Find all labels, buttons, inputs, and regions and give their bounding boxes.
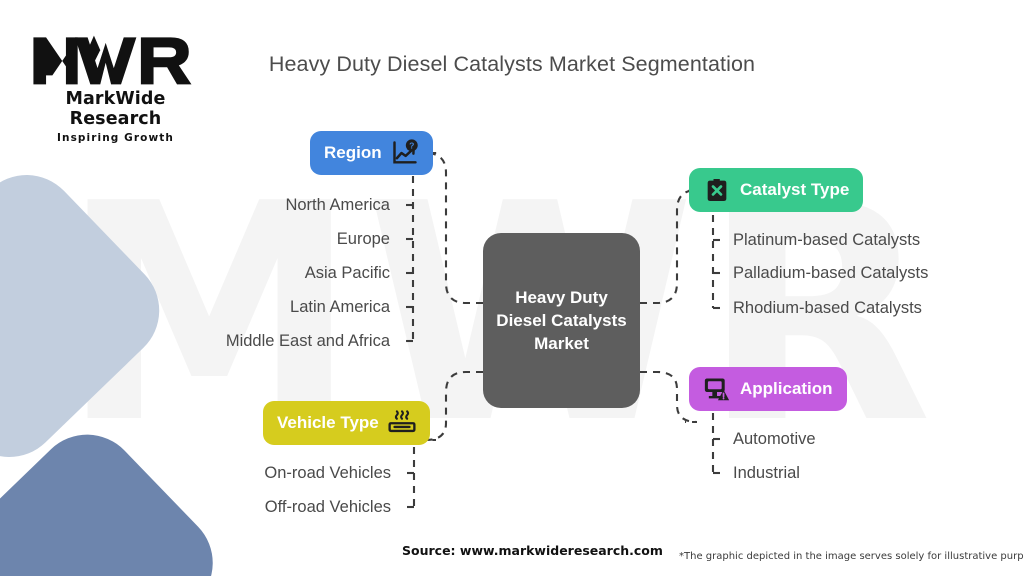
- leaf-application-1: Industrial: [733, 464, 800, 482]
- brand-logo: MarkWide Research Inspiring Growth: [28, 32, 203, 144]
- wire-hub-catalyst: [640, 188, 698, 305]
- hub-node[interactable]: Heavy Duty Diesel Catalysts Market: [483, 233, 640, 408]
- leaf-application-0: Automotive: [733, 430, 816, 448]
- category-label-vehicle-type: Vehicle Type: [277, 413, 379, 432]
- category-pill-region[interactable]: Region ?: [310, 131, 433, 175]
- leaf-vehicle-type-0: On-road Vehicles: [264, 464, 391, 482]
- category-label-application: Application: [740, 379, 833, 398]
- wire-hub-application: [640, 370, 698, 424]
- leaf-region-3: Latin America: [290, 298, 390, 316]
- page-title: Heavy Duty Diesel Catalysts Market Segme…: [268, 52, 756, 76]
- fuel-can-icon: [707, 179, 727, 201]
- svg-text:?: ?: [409, 140, 414, 150]
- category-pill-catalyst-type[interactable]: Catalyst Type: [689, 168, 864, 212]
- category-label-catalyst-type: Catalyst Type: [740, 180, 850, 199]
- mwr-monogram-icon: [33, 35, 192, 85]
- leaf-catalyst-type-1: Palladium-based Catalysts: [733, 264, 929, 282]
- brand-name: MarkWide Research: [65, 89, 166, 129]
- monitor-alert-icon: [704, 378, 730, 401]
- leaf-region-1: Europe: [336, 230, 390, 248]
- hot-dish-icon: [388, 410, 416, 433]
- leaf-region-4: Middle East and Africa: [225, 332, 390, 350]
- wire-hub-vehicle: [425, 370, 483, 442]
- brand-tagline: Inspiring Growth: [57, 132, 174, 144]
- category-label-region: Region: [324, 143, 382, 162]
- source-label: Source: www.markwideresearch.com: [402, 543, 663, 558]
- leaf-vehicle-type-1: Off-road Vehicles: [264, 498, 391, 516]
- leaf-region-2: Asia Pacific: [304, 264, 390, 282]
- leaf-catalyst-type-0: Platinum-based Catalysts: [733, 231, 921, 249]
- leaf-catalyst-type-2: Rhodium-based Catalysts: [733, 299, 922, 317]
- wire-hub-region: [425, 151, 483, 305]
- chart-question-icon: ?: [392, 139, 418, 164]
- leaf-region-0: North America: [285, 196, 390, 214]
- disclaimer-label: *The graphic depicted in the image serve…: [679, 551, 1024, 562]
- category-pill-application[interactable]: Application: [689, 367, 847, 411]
- category-pill-vehicle-type[interactable]: Vehicle Type: [263, 401, 430, 445]
